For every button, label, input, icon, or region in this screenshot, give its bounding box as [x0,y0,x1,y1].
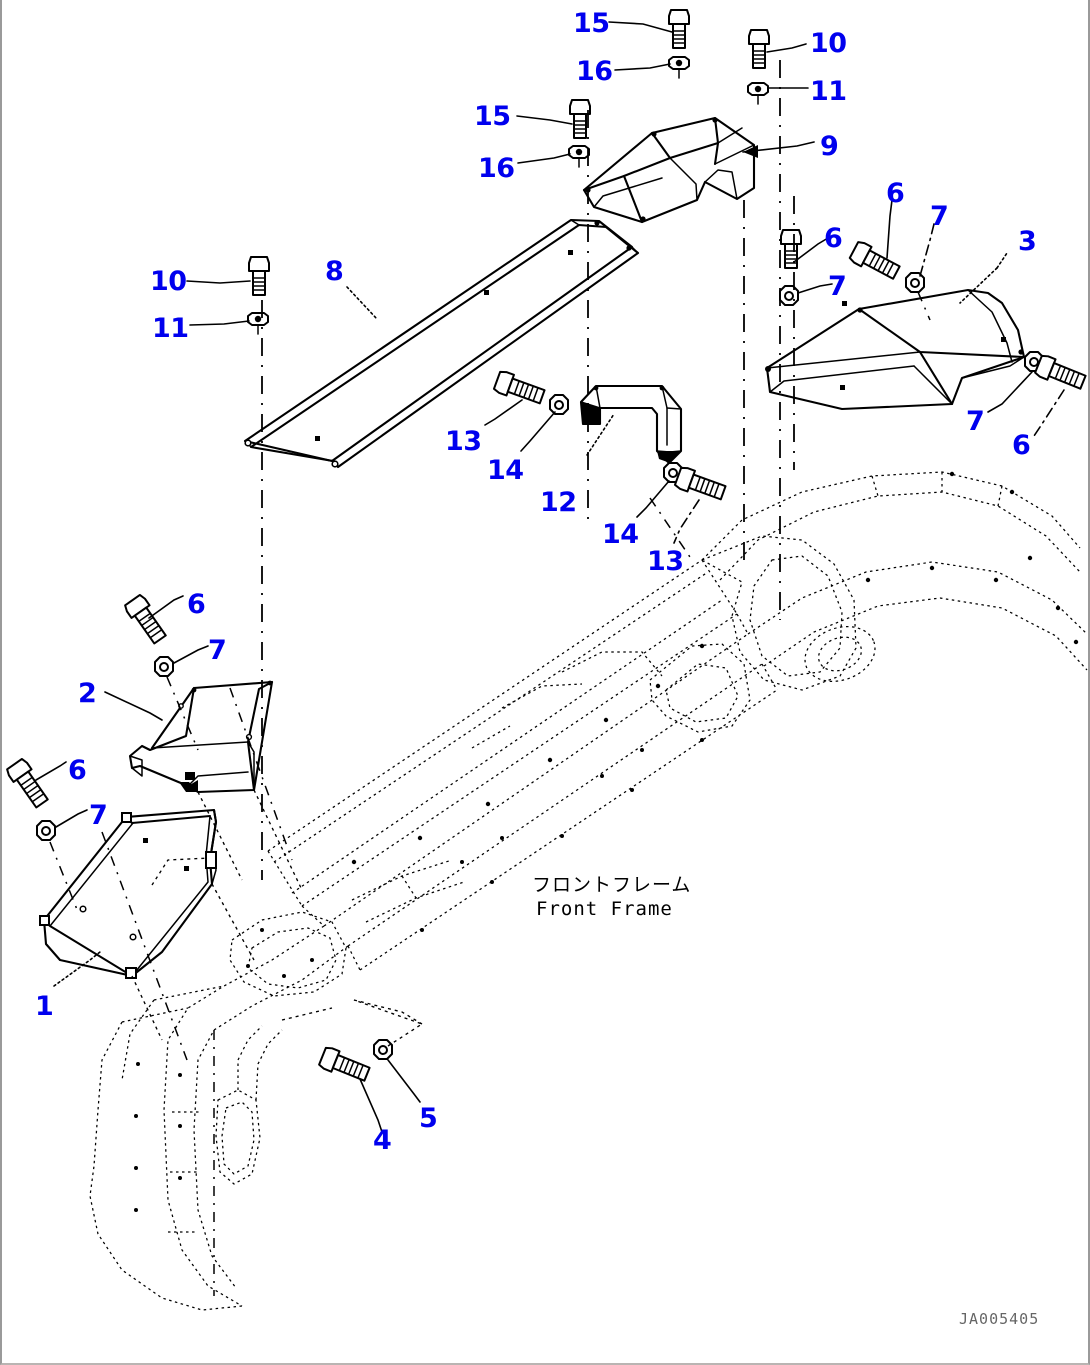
axis-7-pl1 [49,841,79,913]
bolt-6-cover-top [847,239,903,284]
leader-6-cover-top [886,199,893,259]
washer-5 [373,1039,393,1060]
nut-7-pl1 [36,820,56,841]
callout-15-top: 15 [573,8,610,39]
callout-14-left: 14 [487,455,524,486]
bolt-13-right [673,465,728,505]
leader-3 [996,252,1008,269]
callout-2: 2 [78,678,97,709]
front-frame-label-english: Front Frame [536,898,673,920]
leader-14-right [636,480,670,518]
axis-5 [353,999,424,1047]
leader-7-cover-left [797,283,833,294]
nut-7-br2 [154,656,174,677]
leader-10-left [186,280,251,284]
bracket-12 [579,384,683,465]
cover-3 [765,288,1026,411]
leader-6-br2 [148,595,184,619]
plate-8 [243,218,640,469]
leader-7-pl1 [55,809,88,828]
bracket-2 [128,680,274,794]
callout-16-left: 16 [478,153,515,184]
leader-7-br2 [173,645,209,664]
leader-13-left [484,399,523,426]
leader-14-left [520,411,556,452]
callout-8: 8 [325,256,344,287]
leader-12 [586,413,615,456]
bolt-6-pl1 [4,756,53,811]
leader-1 [53,951,101,987]
leader-9 [742,141,815,153]
drawing-code: JA005405 [959,1310,1040,1328]
leader-5 [387,1059,421,1103]
leader-7-cover-right [987,371,1033,413]
axis-7-cover-top [917,291,931,321]
plate-1 [39,808,218,979]
bolt-4 [317,1045,373,1086]
callout-6-br2: 6 [187,589,206,620]
callout-6-cover-top: 6 [886,178,905,209]
bolt-15-top [668,9,690,49]
leader-11-left [189,320,250,326]
bolt-6-br2 [122,592,171,647]
washer-14-left [549,394,569,415]
callout-12: 12 [540,487,577,518]
nut-7-cover-left [779,285,799,306]
leader-6-cover-right [1033,389,1065,437]
front-frame-assembly [89,471,1088,1311]
washer-16-left [568,145,590,168]
bolt-10-left [248,256,270,296]
leader-3b [959,267,998,304]
callout-3: 3 [1018,226,1037,257]
callout-1: 1 [35,991,54,1022]
callout-4: 4 [373,1125,392,1156]
callout-7-pl1: 7 [89,800,108,831]
callout-15-left: 15 [474,101,511,132]
callout-10-left: 10 [150,266,187,297]
leader-16-left [517,153,571,164]
callout-11-left: 11 [152,313,189,344]
leader-2 [104,691,163,721]
bracket-9 [582,116,756,224]
callout-9: 9 [820,131,839,162]
callout-7-cover-top: 7 [930,201,949,232]
callout-13-right: 13 [647,546,684,577]
callout-13-left: 13 [445,426,482,457]
bolt-15-left [569,99,591,139]
callout-6-pl1: 6 [68,755,87,786]
leader-6-cover-left [793,237,829,263]
axis-item-2 [229,687,293,861]
callout-7-cover-right: 7 [966,406,985,437]
callout-10-top: 10 [810,28,847,59]
callout-7-cover-left: 7 [828,271,847,302]
leader-15-top [608,21,673,33]
front-frame-label-japanese: フロントフレーム [532,874,692,896]
axis-item-1 [101,831,188,1061]
leader-15-left [516,115,573,125]
callout-16-top: 16 [576,56,613,87]
callout-6-cover-left: 6 [824,223,843,254]
callout-5: 5 [419,1103,438,1134]
bolt-6-cover-right [1033,353,1088,394]
leader-8 [346,286,378,320]
leader-6-pl1 [35,761,67,781]
callout-11-top: 11 [810,76,847,107]
callout-6-cover-right: 6 [1012,430,1031,461]
leader-10-top [766,43,807,53]
leader-13-right [673,499,700,544]
washer-11-left [247,312,269,335]
washer-16-top [668,56,690,79]
washer-11-top [747,82,769,105]
leader-4 [359,1078,383,1133]
leader-16-top [614,63,671,71]
callout-7-br2: 7 [208,635,227,666]
nut-7-cover-top [905,272,925,293]
callout-14-right: 14 [602,519,639,550]
leader-7-cover-top [919,223,935,277]
bolt-6-cover-left [780,229,802,269]
bolt-10-top [748,29,770,69]
